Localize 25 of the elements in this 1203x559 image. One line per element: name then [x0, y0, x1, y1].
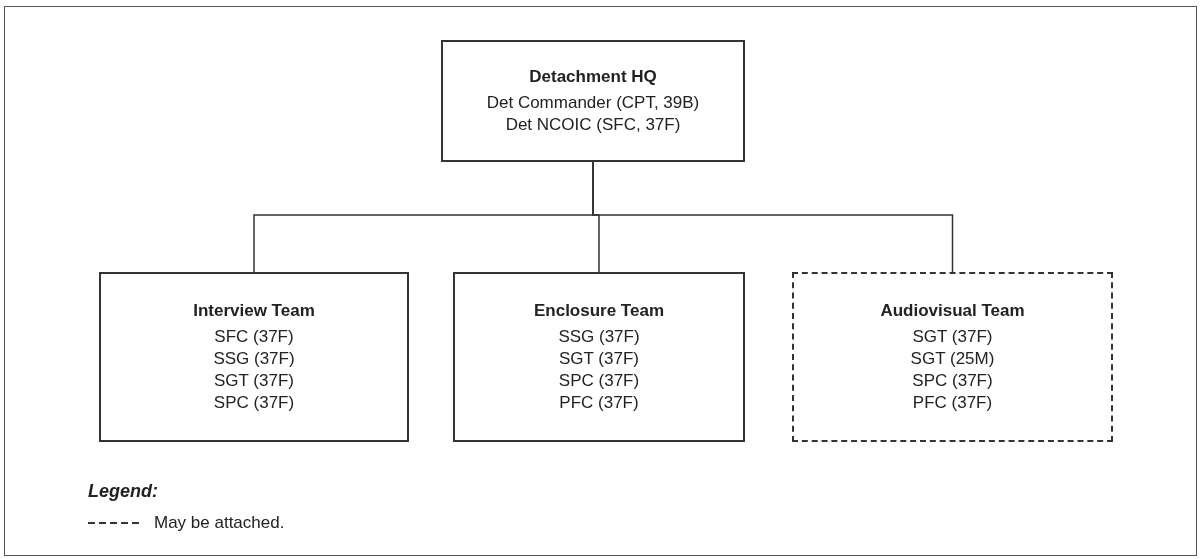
- org-box: [99, 272, 409, 442]
- box-text: PFC (37F): [912, 392, 993, 414]
- org-box: [453, 272, 745, 442]
- org-box: [792, 272, 1113, 442]
- box-heading: Detachment HQ: [529, 66, 657, 88]
- box-text: SPC (37F): [558, 370, 640, 392]
- legend-text: May be attached.: [154, 512, 285, 534]
- box-heading: Audiovisual Team: [880, 300, 1025, 322]
- box-text: SGT (37F): [559, 348, 639, 370]
- box-text: SGT (37F): [214, 370, 294, 392]
- legend-title: Legend:: [88, 480, 158, 503]
- connector-line: [592, 161, 954, 273]
- box-text: SSG (37F): [558, 326, 640, 348]
- box-text: SFC (37F): [214, 326, 294, 348]
- box-text: SPC (37F): [912, 370, 993, 392]
- box-text: Det Commander (CPT, 39B): [486, 92, 700, 114]
- org-box: [441, 40, 745, 162]
- box-text: SGT (25M): [910, 348, 995, 370]
- box-text: Det NCOIC (SFC, 37F): [505, 114, 681, 136]
- box-heading: Enclosure Team: [533, 300, 665, 322]
- box-text: SPC (37F): [213, 392, 295, 414]
- box-text: SGT (37F): [912, 326, 993, 348]
- box-text: SSG (37F): [213, 348, 295, 370]
- box-heading: Interview Team: [193, 300, 315, 322]
- box-text: PFC (37F): [559, 392, 639, 414]
